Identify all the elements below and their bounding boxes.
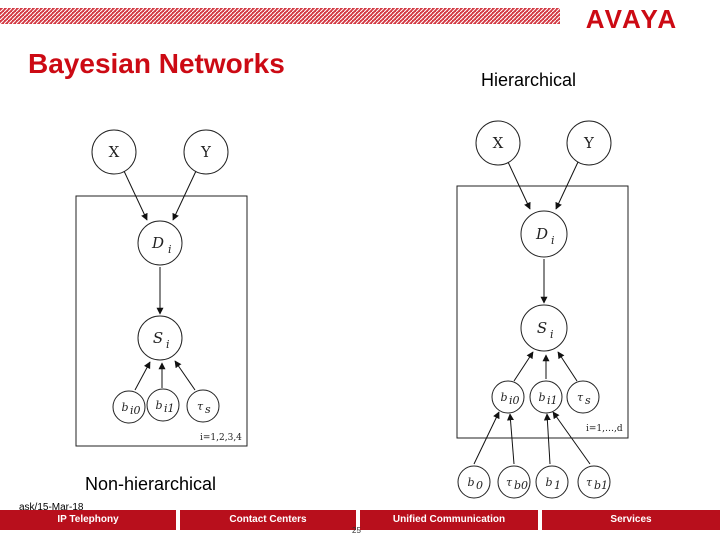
svg-text:Y: Y xyxy=(200,143,212,161)
nav-unified-communication[interactable]: Unified Communication xyxy=(360,510,538,530)
svg-text:i0: i0 xyxy=(130,404,141,417)
node-d: D i xyxy=(137,220,183,266)
node-b-0: b 0 xyxy=(457,465,491,499)
right-plate xyxy=(456,185,629,439)
left-plate xyxy=(75,195,248,447)
svg-text:X: X xyxy=(109,143,120,161)
edge-b0-bi0 xyxy=(473,411,500,465)
edge-tb1-bi1 xyxy=(552,411,591,465)
svg-text:τ: τ xyxy=(197,400,204,413)
svg-text:S: S xyxy=(153,329,163,347)
edge-b0-s xyxy=(134,361,151,391)
page-number: 25 xyxy=(352,526,361,535)
footer-id: ask/15-Mar-18 xyxy=(19,502,84,513)
svg-text:b: b xyxy=(155,399,162,412)
nav-contact-centers[interactable]: Contact Centers xyxy=(180,510,356,530)
right-network: i=1,…,d X Y D i S i xyxy=(456,120,629,499)
node-b-1: b 1 xyxy=(535,465,569,499)
footer-nav: IP Telephony Contact Centers Unified Com… xyxy=(0,510,720,530)
node-s: S i xyxy=(137,315,183,361)
edge-y-d xyxy=(172,170,197,221)
svg-text:i1: i1 xyxy=(164,402,175,415)
svg-text:D: D xyxy=(151,234,164,252)
svg-text:Y: Y xyxy=(583,134,595,152)
svg-text:S: S xyxy=(537,319,547,337)
left-network: i=1,2,3,4 X Y D i S i b i0 xyxy=(75,129,248,447)
node-x: X xyxy=(91,129,137,175)
edge-tau-s xyxy=(557,351,578,382)
edge-y-d xyxy=(555,161,579,210)
node-b-i0: b i0 xyxy=(112,390,146,424)
hierarchical-label: Hierarchical xyxy=(481,70,577,90)
header-bar: AVAYA xyxy=(0,4,678,34)
svg-text:b1: b1 xyxy=(594,479,608,492)
svg-text:i0: i0 xyxy=(509,394,520,407)
node-s: S i xyxy=(520,304,568,352)
svg-text:s: s xyxy=(205,403,211,416)
nav-ip-telephony[interactable]: IP Telephony xyxy=(0,510,176,530)
nav-services[interactable]: Services xyxy=(542,510,720,530)
avaya-logo: AVAYA xyxy=(586,4,678,34)
right-plate-label: i=1,…,d xyxy=(586,424,623,434)
edge-tau-s xyxy=(174,360,196,391)
edge-b1-bi1 xyxy=(543,413,551,465)
svg-text:b: b xyxy=(545,476,552,489)
edge-x-d xyxy=(123,170,148,221)
slide-title: Bayesian Networks xyxy=(28,48,285,79)
edge-x-d xyxy=(507,161,531,210)
node-d: D i xyxy=(520,210,568,258)
edge-tb0-bi0 xyxy=(507,413,515,465)
svg-text:i: i xyxy=(550,328,554,341)
node-y: Y xyxy=(183,129,229,175)
svg-text:b: b xyxy=(538,391,545,404)
svg-text:X: X xyxy=(493,134,504,152)
svg-text:τ: τ xyxy=(577,391,584,404)
svg-text:i: i xyxy=(168,243,172,256)
left-plate-label: i=1,2,3,4 xyxy=(200,433,242,443)
node-tau-b0: τ b0 xyxy=(497,465,531,499)
svg-text:i: i xyxy=(551,234,555,247)
edge-bi0-s xyxy=(513,351,534,382)
svg-text:1: 1 xyxy=(554,479,561,492)
node-b-i1: b i1 xyxy=(529,380,563,414)
svg-text:i1: i1 xyxy=(547,394,558,407)
svg-text:b: b xyxy=(500,391,507,404)
node-b-i1: b i1 xyxy=(146,388,180,422)
svg-text:τ: τ xyxy=(506,476,513,489)
svg-text:D: D xyxy=(535,225,548,243)
non-hierarchical-label: Non-hierarchical xyxy=(85,474,217,494)
svg-text:b: b xyxy=(467,476,474,489)
node-tau-b1: τ b1 xyxy=(577,465,611,499)
svg-text:τ: τ xyxy=(586,476,593,489)
node-tau-s: τ s xyxy=(566,380,600,414)
svg-text:s: s xyxy=(585,394,591,407)
node-b-i0: b i0 xyxy=(491,380,525,414)
node-y: Y xyxy=(566,120,612,166)
header-stripe xyxy=(0,8,560,24)
svg-text:i: i xyxy=(166,338,170,351)
node-tau-s: τ s xyxy=(186,389,220,423)
svg-text:b: b xyxy=(121,401,128,414)
node-x: X xyxy=(475,120,521,166)
svg-text:b0: b0 xyxy=(514,479,528,492)
svg-text:0: 0 xyxy=(476,479,483,492)
